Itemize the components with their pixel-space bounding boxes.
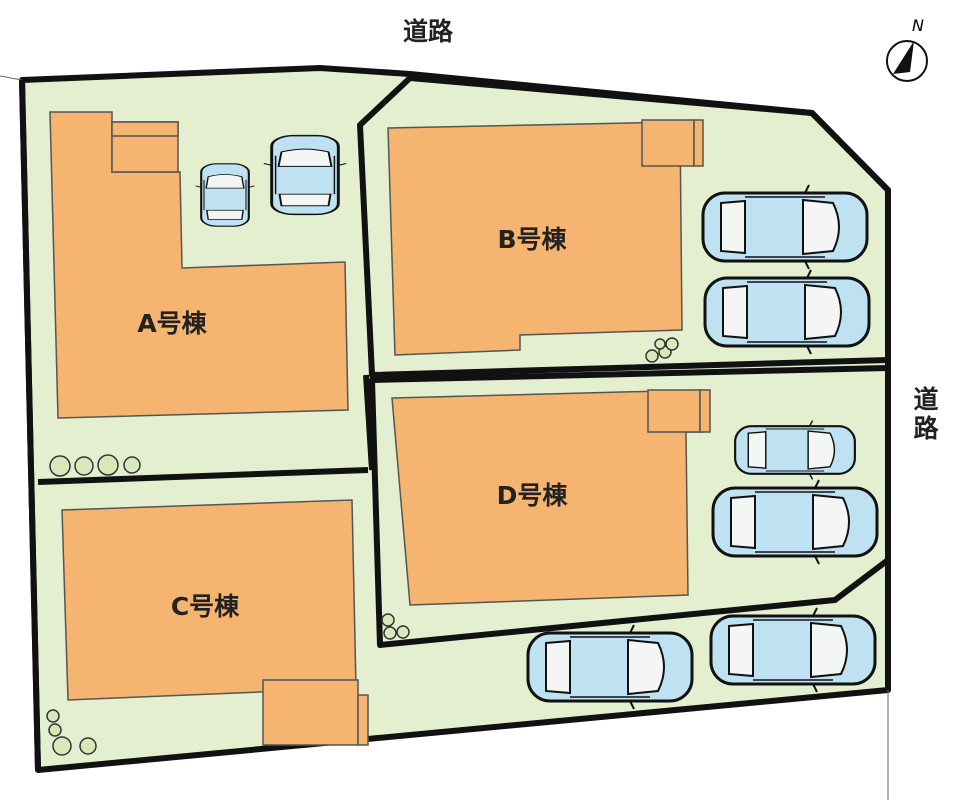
road-edge-top bbox=[0, 75, 23, 81]
building-label-d: D号棟 bbox=[496, 481, 568, 510]
building-label-c: C号棟 bbox=[170, 592, 240, 621]
car-c1 bbox=[526, 623, 694, 711]
car-c2 bbox=[709, 606, 877, 694]
lot-left-edge bbox=[19, 79, 41, 771]
car-d1 bbox=[734, 419, 856, 481]
lot-b-boundary bbox=[357, 75, 891, 378]
car-b2 bbox=[703, 268, 871, 356]
car-d2 bbox=[711, 478, 879, 566]
car-a2 bbox=[262, 134, 348, 216]
compass-north-label: N bbox=[912, 16, 924, 35]
car-a1 bbox=[194, 162, 256, 228]
lot-d-boundary bbox=[369, 365, 891, 648]
house-a bbox=[49, 111, 349, 419]
road-label-right: 道路 bbox=[910, 386, 939, 444]
lot-a-c-divider bbox=[37, 467, 369, 485]
car-b1 bbox=[701, 183, 869, 271]
building-label-b: B号棟 bbox=[497, 225, 567, 254]
building-label-a: A号棟 bbox=[137, 309, 207, 338]
road-label-top: 道路 bbox=[403, 17, 454, 46]
north-arrow-icon bbox=[886, 40, 928, 82]
house-d bbox=[391, 389, 711, 606]
lot-left-divider bbox=[363, 374, 375, 471]
shrubs bbox=[46, 337, 679, 756]
house-b bbox=[387, 119, 704, 356]
house-c bbox=[61, 499, 369, 746]
